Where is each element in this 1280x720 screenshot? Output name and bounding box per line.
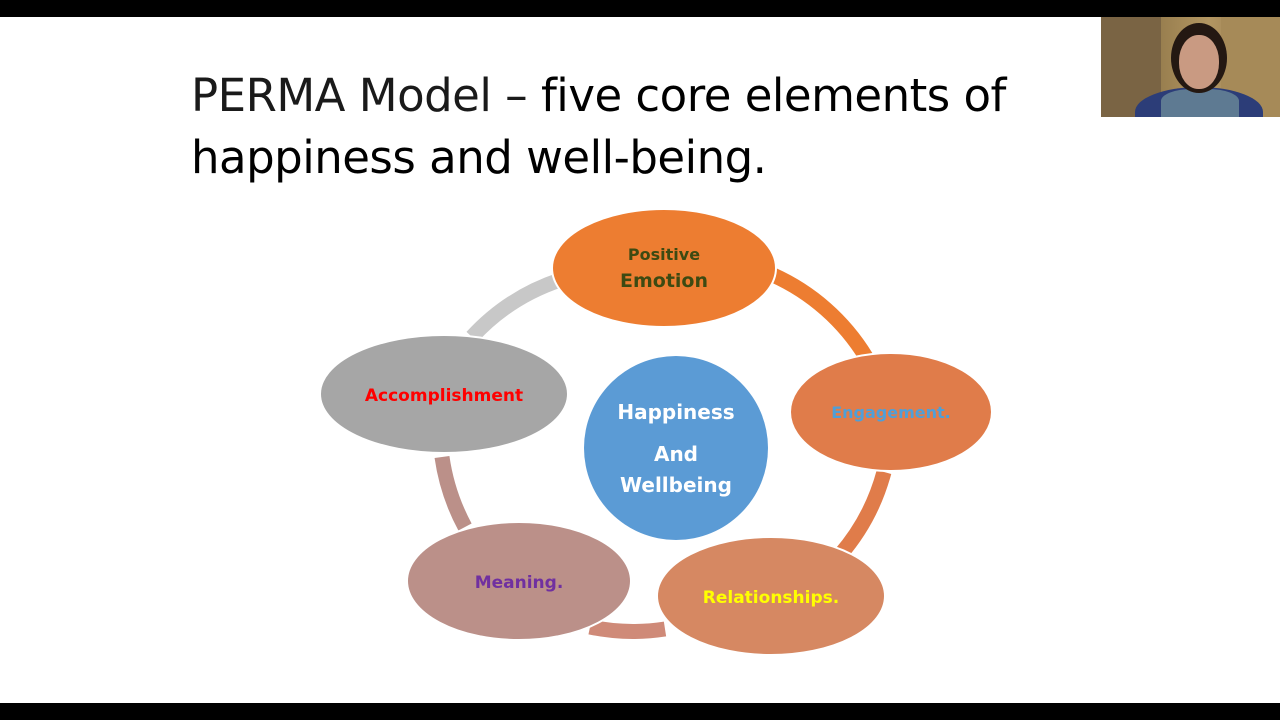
node-relationships	[656, 536, 886, 656]
node-engagement-label: Engagement.	[831, 403, 951, 422]
ring-arc-positive-engagement	[769, 268, 873, 361]
title-period: .	[752, 131, 767, 184]
center-label-line-2: And	[654, 442, 698, 466]
slide-title: PERMA Model – five core elements of happ…	[191, 65, 1091, 189]
node-accomplishment-label: Accomplishment	[365, 386, 523, 406]
node-positive-emotion-line-1: Positive	[628, 245, 700, 264]
node-meaning	[406, 521, 632, 641]
ring-arc-relationships-meaning	[588, 619, 667, 639]
ring-arc-meaning-accomplishment	[434, 455, 472, 531]
title-part-2: five core elements of	[540, 69, 1006, 122]
center-label-line-3: Wellbeing	[620, 473, 732, 497]
center-circle	[584, 356, 768, 540]
node-engagement	[789, 352, 993, 472]
title-part-1: PERMA Model –	[191, 69, 541, 122]
perma-diagram: Happiness And Wellbeing Positive Emotion…	[319, 208, 993, 656]
node-accomplishment	[319, 334, 569, 454]
title-line-2: happiness and well-being	[191, 131, 753, 184]
center-label-line-1: Happiness	[617, 400, 734, 424]
node-positive-emotion	[551, 208, 777, 328]
ring-arc-engagement-relationships	[834, 469, 892, 560]
node-relationships-label: Relationships.	[703, 588, 839, 608]
node-meaning-label: Meaning.	[475, 573, 564, 593]
webcam-video	[1101, 17, 1280, 117]
ring-arc-accomplishment-positive	[466, 272, 563, 343]
presenter-scarf	[1161, 89, 1239, 117]
presenter-face	[1179, 35, 1219, 89]
slide: PERMA Model – five core elements of happ…	[0, 17, 1280, 703]
node-positive-emotion-line-2: Emotion	[620, 270, 708, 292]
